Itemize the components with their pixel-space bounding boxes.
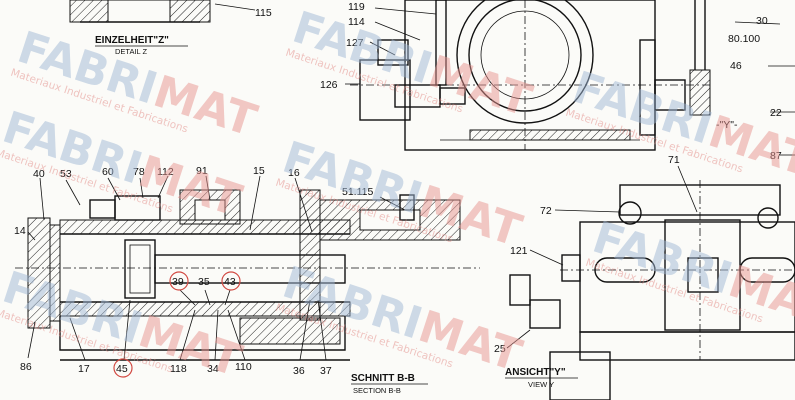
view-y-subtitle: VIEW Y <box>528 380 554 389</box>
part-label: 118 <box>170 363 187 375</box>
part-label: 80.100 <box>728 33 760 45</box>
watermark-brand-right: MAT <box>147 66 262 147</box>
watermark: FABRIMAT Materiaux Industriel et Fabrica… <box>564 62 795 187</box>
part-label: 51.115 <box>342 186 373 198</box>
part-label: 87 <box>770 150 782 162</box>
part-label: 72 <box>540 205 552 217</box>
part-label: 22 <box>770 107 782 119</box>
part-label: 114 <box>348 16 365 28</box>
view-y-view: ANSICHT"Y" VIEW Y -"Y"- <box>505 119 795 400</box>
part-label: 14 <box>14 225 26 237</box>
view-y-marker: -"Y"- <box>716 119 738 131</box>
part-label: 15 <box>253 165 265 177</box>
gearbox-top-view <box>345 0 795 156</box>
watermark-brand-right: MAT <box>422 46 537 127</box>
view-y-title: ANSICHT"Y" <box>505 367 566 378</box>
part-label: 115 <box>255 7 272 19</box>
part-label: 39 <box>172 276 184 288</box>
part-labels: 115 119 114 127 126 30 80.100 46 22 87 4… <box>14 1 782 377</box>
detail-z-view: EINZELHEIT"Z" DETAIL Z <box>69 0 256 56</box>
part-label: 78 <box>133 166 145 178</box>
part-label: 46 <box>730 60 742 72</box>
watermark-brand-right: MAT <box>412 301 527 382</box>
circled-markers <box>113 271 241 378</box>
section-bb-title: SCHNITT B-B <box>351 373 415 384</box>
watermark-brand-right: MAT <box>412 176 527 257</box>
part-label: 60 <box>102 166 114 178</box>
part-label: 43 <box>224 276 236 288</box>
watermark: FABRIMAT Materiaux Industriel et Fabrica… <box>284 2 537 127</box>
part-label: 40 <box>33 168 45 180</box>
part-label: 36 <box>293 365 305 377</box>
detail-z-subtitle: DETAIL Z <box>115 47 148 56</box>
watermark-brand-right: MAT <box>132 306 247 387</box>
part-label: 16 <box>288 167 300 179</box>
part-label: 30 <box>756 15 768 27</box>
part-label: 53 <box>60 168 72 180</box>
part-label: 110 <box>235 361 252 373</box>
watermark: FABRIMAT Materiaux Industriel et Fabrica… <box>274 257 527 382</box>
section-bb-subtitle: SECTION B-B <box>353 386 401 395</box>
part-label: 121 <box>510 245 528 257</box>
part-label: 45 <box>116 363 128 375</box>
part-label: 86 <box>20 361 32 373</box>
part-label: 126 <box>320 79 338 91</box>
part-label: 112 <box>157 166 174 178</box>
detail-z-title: EINZELHEIT"Z" <box>95 35 169 46</box>
part-label: 34 <box>207 363 219 375</box>
part-label: 35 <box>198 276 210 288</box>
part-label: 127 <box>346 37 364 49</box>
part-label: 119 <box>348 1 365 13</box>
part-label: 37 <box>320 365 332 377</box>
part-label: 25 <box>494 343 506 355</box>
part-label: 71 <box>668 154 680 166</box>
watermark: FABRIMAT Materiaux Industriel et Fabrica… <box>584 212 795 337</box>
part-label: 17 <box>78 363 90 375</box>
part-label: 91 <box>196 165 208 177</box>
section-bb-view: SCHNITT B-B SECTION B-B <box>15 175 480 395</box>
